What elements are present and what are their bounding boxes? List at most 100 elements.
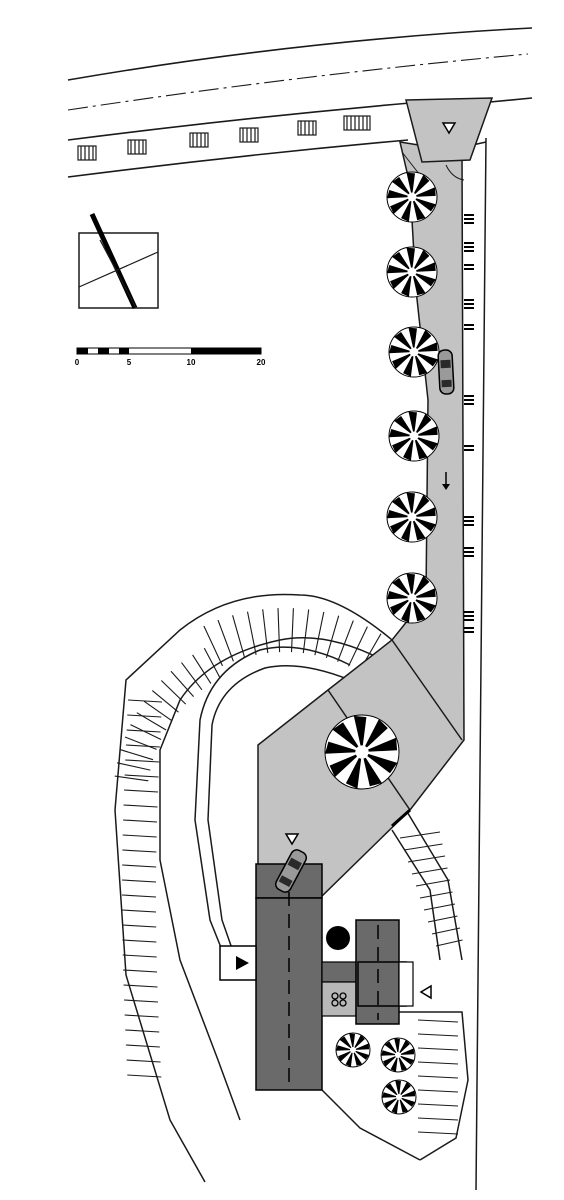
parking-stall-line: [143, 700, 173, 722]
parking-stall-line: [217, 619, 234, 662]
round-feature: [326, 926, 350, 950]
parking-stall-line: [122, 834, 157, 838]
gatehouse: [401, 97, 494, 181]
tree-row: [324, 171, 440, 790]
car-icon: [437, 349, 455, 395]
parking-terraces: [114, 593, 469, 1183]
tree-icon: [386, 246, 438, 298]
west-entry: [219, 945, 257, 981]
parking-stall-line: [114, 775, 149, 782]
parking-stall-line: [203, 647, 221, 679]
terrace-inner-edge: [159, 637, 393, 1121]
road-north-edge: [67, 27, 533, 81]
car-entry-triangle-icon: [284, 833, 300, 846]
parking-stall-line: [417, 1075, 459, 1079]
parking-stall-line: [124, 774, 159, 778]
parking-stall-line: [122, 849, 157, 853]
planter: [297, 120, 317, 136]
scale-label-20: 20: [257, 358, 266, 367]
house-wing-link: [321, 961, 357, 983]
planter: [189, 132, 209, 148]
parking-stall-line: [417, 1131, 459, 1135]
scale-bar-segment-3: [119, 348, 129, 354]
parking-stall-line: [127, 699, 163, 703]
terrace-path-outer: [194, 646, 351, 961]
parking-stall-line: [130, 724, 162, 740]
south-terrace-close: [321, 1089, 421, 1161]
planter: [239, 127, 259, 143]
parking-stall-line: [417, 1019, 459, 1023]
parking-stall-line: [116, 762, 151, 771]
terrace-path-inner: [207, 664, 351, 961]
scale-bar-segment-4: [191, 348, 261, 354]
parking-stall-line: [123, 999, 159, 1003]
parking-stall-line: [192, 654, 212, 684]
parking-stall-line: [417, 1103, 459, 1107]
parking-stall-line: [124, 1014, 159, 1018]
parking-stalls: [114, 608, 463, 1135]
road-south-edge: [67, 102, 411, 141]
parking-stall-line: [417, 1117, 459, 1121]
parking-stall-line: [125, 744, 160, 748]
parking-stall-line: [123, 969, 158, 973]
parking-stall-line: [124, 736, 157, 750]
gate-door-swing-right: [445, 164, 465, 181]
parking-stall-line: [122, 864, 157, 868]
parking-stall-line: [302, 609, 310, 654]
parking-stall-line: [125, 759, 160, 763]
entrance-triangle-icon: [236, 956, 249, 970]
parking-stall-line: [122, 879, 157, 883]
sidewalk-planters: [77, 115, 371, 161]
parking-stall-line: [127, 714, 162, 718]
driveway-edge-line: [391, 639, 463, 741]
sidewalk-edge: [67, 139, 409, 178]
scale-bar: 0 5 10 20: [75, 347, 266, 367]
tree-icon: [386, 491, 438, 543]
parking-stall-line: [277, 608, 281, 653]
north-arrow-grid-b: [99, 239, 137, 309]
parking-stall-line: [232, 615, 246, 658]
parking-stall-line: [181, 662, 203, 691]
west-entry-box: [219, 945, 257, 981]
road-centerline: [67, 53, 529, 111]
parking-stall-line: [399, 831, 441, 839]
garden-trees: [335, 1032, 417, 1115]
parking-stall-line: [123, 804, 158, 808]
car-on-driveway: [437, 349, 455, 395]
road-edge-east: [489, 97, 533, 103]
car-entry-windshield: [287, 857, 302, 871]
driveway-ticks: [464, 214, 474, 633]
parking-stall-line: [123, 819, 158, 823]
parking-stall-line: [246, 611, 257, 655]
car-rear-window: [441, 379, 452, 388]
parking-stall-line: [427, 915, 458, 923]
quatrefoil-icon: [331, 992, 347, 1007]
car-entry-rear-window: [278, 875, 293, 888]
lot-boundary: [467, 137, 487, 1191]
tree-icon: [386, 171, 438, 223]
parking-stall-line: [417, 1089, 459, 1093]
east-entrance-triangle-icon: [419, 984, 432, 1000]
parking-stall-line: [403, 843, 443, 851]
terrace-outer-edge: [114, 593, 399, 1183]
tree-icon: [388, 326, 440, 378]
parking-stall-line: [417, 1033, 459, 1037]
parking-stall-line: [423, 903, 456, 911]
parking-stall-line: [123, 984, 158, 988]
parking-stall-line: [325, 615, 340, 659]
parking-stall-line: [431, 927, 461, 935]
parking-stall-line: [314, 611, 325, 656]
parking-stall-line: [127, 1074, 162, 1078]
car-at-entry: [274, 849, 308, 893]
parking-stall-line: [160, 680, 187, 705]
tree-icon: [386, 572, 438, 624]
house-services-block: [321, 981, 357, 1017]
direction-arrow: [442, 472, 450, 490]
parking-stall-line: [121, 894, 157, 898]
arrow-down-head: [442, 484, 450, 490]
parking-stall-line: [126, 1059, 161, 1063]
garden-tree-icon: [335, 1032, 371, 1068]
garden-tree-icon: [380, 1037, 416, 1073]
parking-stall-line: [151, 690, 179, 713]
